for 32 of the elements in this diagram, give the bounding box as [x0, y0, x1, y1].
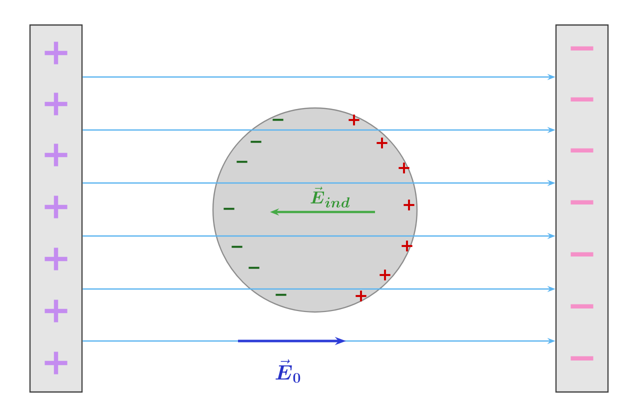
charge-sign: + — [376, 138, 388, 148]
charge-sign: + — [44, 248, 68, 270]
charge-sign: + — [44, 42, 68, 64]
charge-sign: − — [570, 148, 594, 152]
charge-sign: − — [570, 252, 594, 256]
charge-sign: + — [404, 200, 414, 210]
charge-sign: + — [44, 300, 68, 322]
charged-plate — [29, 24, 83, 393]
charge-sign: − — [570, 356, 594, 360]
charge-sign: + — [44, 92, 68, 116]
charge-sign: − — [224, 208, 234, 210]
charge-sign: − — [276, 294, 286, 296]
charge-sign: − — [250, 140, 262, 143]
charge-sign: − — [232, 246, 242, 248]
charge-sign: + — [356, 290, 366, 302]
field-label: $\vec{\boldsymbol{E}}_{\boldsymbol{ind}}$ — [310, 186, 350, 208]
charge-sign: − — [272, 118, 284, 121]
charge-sign: + — [380, 270, 390, 280]
charge-sign: − — [570, 46, 594, 50]
charge-sign: + — [44, 352, 68, 374]
charged-plate — [555, 24, 609, 393]
charge-sign: − — [570, 97, 594, 102]
charge-sign: − — [570, 200, 594, 204]
charge-sign: − — [570, 304, 594, 308]
field-label: $\vec{\boldsymbol{E}}_{\boldsymbol{0}}$ — [276, 359, 300, 383]
charge-sign: − — [248, 266, 260, 269]
charge-sign: + — [402, 240, 412, 252]
charge-sign: + — [44, 196, 68, 218]
charge-sign: + — [348, 114, 360, 126]
charge-sign: + — [398, 162, 410, 174]
charge-sign: − — [236, 160, 248, 163]
charge-sign: + — [44, 144, 68, 166]
